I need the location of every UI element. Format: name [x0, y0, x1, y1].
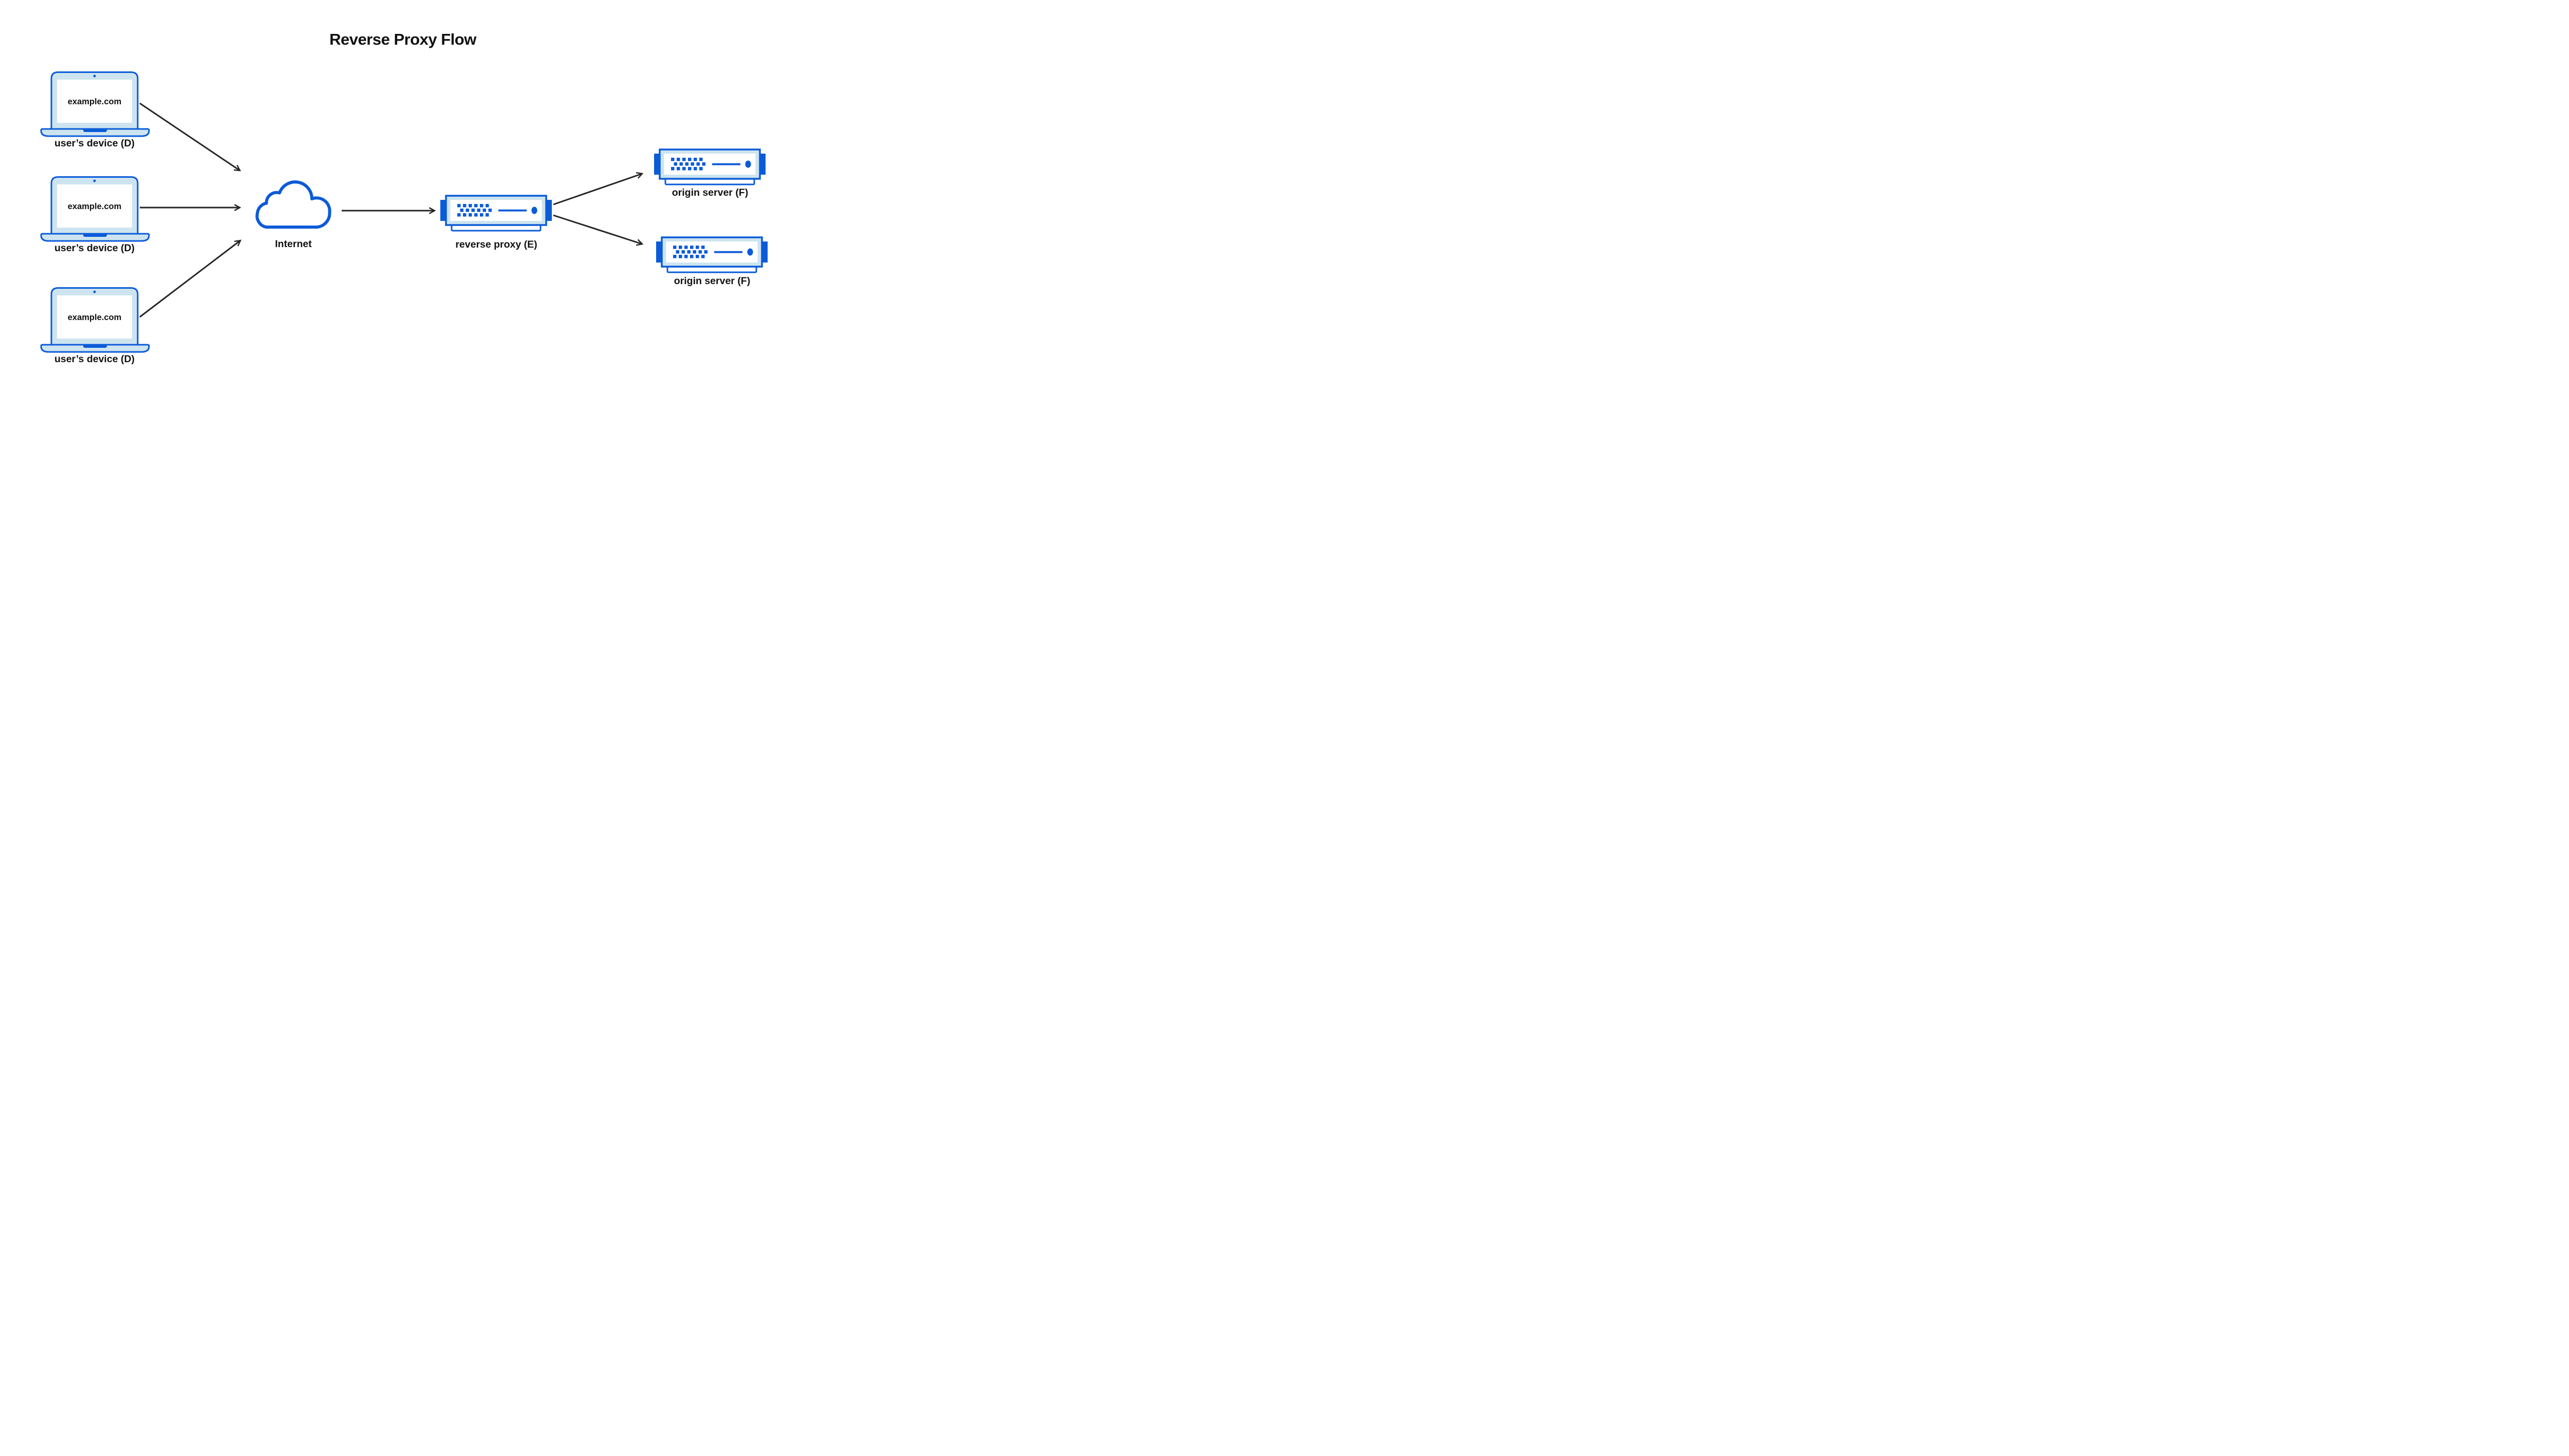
diagram-canvas: Reverse Proxy Flow example.com user’s de… — [0, 0, 806, 403]
origin-server-node-2: origin server (F) — [655, 236, 769, 287]
server-icon — [653, 148, 767, 185]
user-device-node-2: example.com user’s device (D) — [40, 176, 150, 254]
internet-node: Internet — [255, 180, 331, 250]
user-device-node-3: example.com user’s device (D) — [40, 287, 150, 365]
server-icon — [439, 195, 553, 232]
server-icon — [655, 236, 769, 273]
arrow-reverse-proxy-to-origin1 — [553, 174, 642, 206]
device-label: user’s device (D) — [54, 138, 135, 149]
edges — [139, 102, 642, 318]
origin-server-node-1: origin server (F) — [653, 148, 767, 198]
origin-server-label: origin server (F) — [674, 275, 750, 287]
device-label: user’s device (D) — [54, 242, 135, 254]
device-screen-text: example.com — [68, 202, 122, 211]
reverse-proxy-node: reverse proxy (E) — [439, 195, 553, 250]
reverse-proxy-flow-diagram: Reverse Proxy Flow example.com user’s de… — [40, 30, 769, 365]
cloud-icon — [255, 180, 331, 229]
internet-label: Internet — [275, 238, 312, 250]
arrow-device3-to-internet — [139, 240, 240, 318]
device-screen-text: example.com — [68, 313, 122, 322]
page-title: Reverse Proxy Flow — [329, 30, 477, 48]
user-device-node-1: example.com user’s device (D) — [40, 71, 150, 149]
arrow-device1-to-internet — [139, 102, 240, 171]
device-screen-text: example.com — [68, 97, 122, 106]
device-label: user’s device (D) — [54, 353, 135, 365]
reverse-proxy-label: reverse proxy (E) — [455, 239, 537, 250]
origin-server-label: origin server (F) — [672, 187, 748, 198]
arrow-reverse-proxy-to-origin2 — [553, 214, 642, 244]
